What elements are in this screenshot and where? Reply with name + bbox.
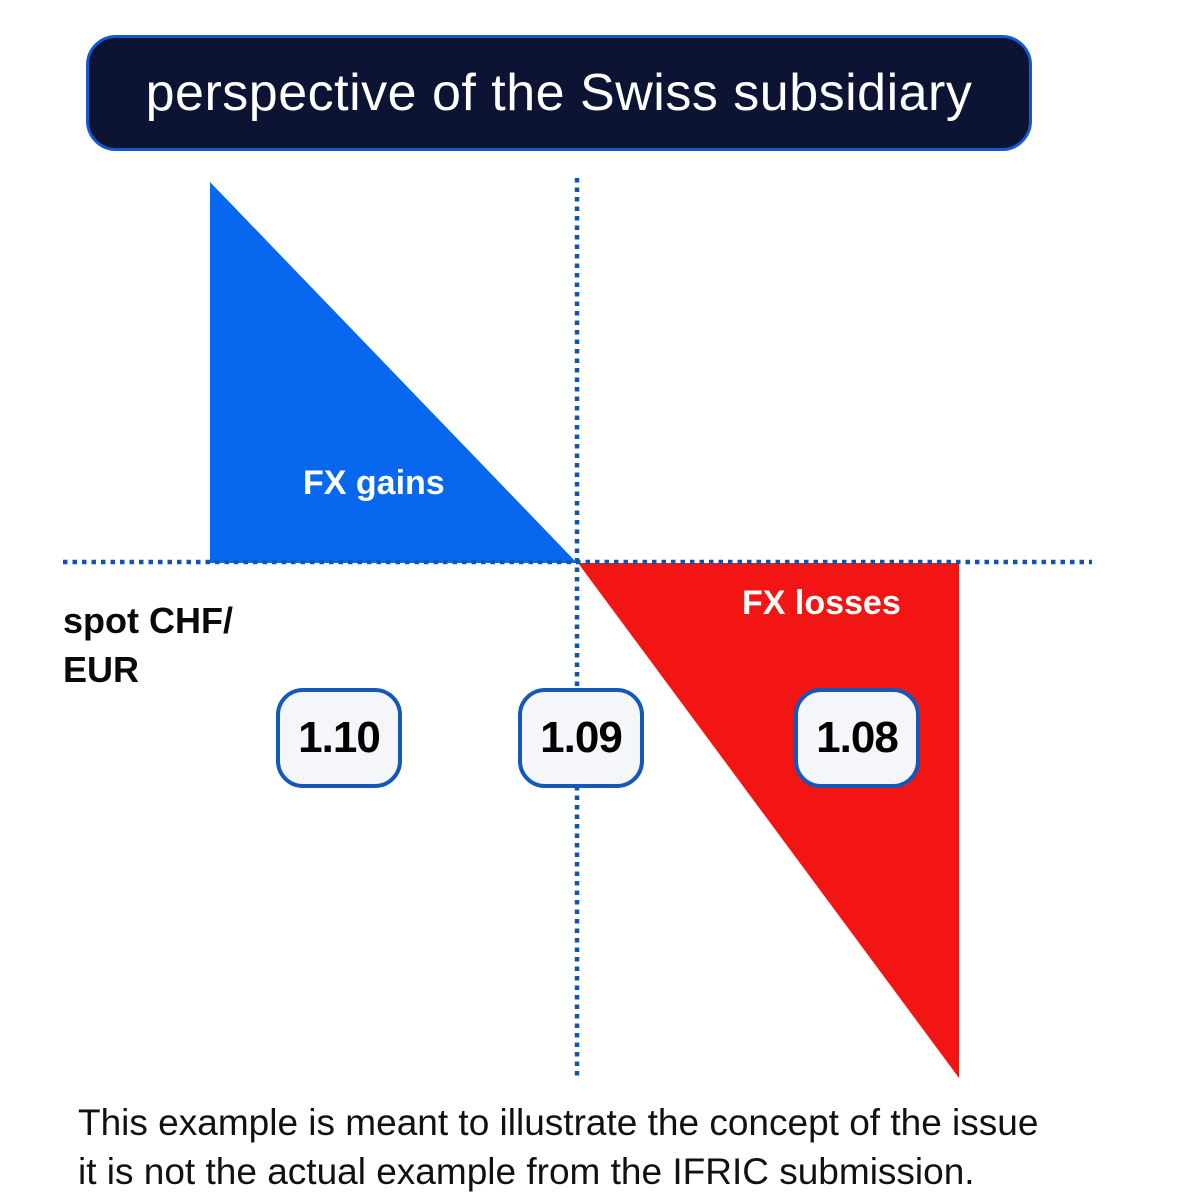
spot-value-box-1-08: 1.08 xyxy=(794,688,920,788)
spot-value-box-1-09: 1.09 xyxy=(518,688,644,788)
fx-gains-label: FX gains xyxy=(303,464,445,502)
disclaimer-caption: This example is meant to illustrate the … xyxy=(78,1098,1038,1196)
fx-losses-region xyxy=(578,563,959,1078)
spot-value-box-1-10: 1.10 xyxy=(276,688,402,788)
spot-value-1-10: 1.10 xyxy=(298,713,381,762)
fx-losses-label: FX losses xyxy=(742,584,901,622)
page-title: perspective of the Swiss subsidiary xyxy=(145,64,973,122)
title-banner: perspective of the Swiss subsidiary xyxy=(86,35,1032,151)
disclaimer-line2: it is not the actual example from the IF… xyxy=(78,1151,975,1192)
fx-gains-region xyxy=(210,182,577,563)
disclaimer-line1: This example is meant to illustrate the … xyxy=(78,1102,1039,1143)
x-axis-label-line1: spot CHF/ xyxy=(63,600,233,641)
x-axis-label-line2: EUR xyxy=(63,649,140,690)
spot-value-1-09: 1.09 xyxy=(540,713,623,762)
spot-value-1-08: 1.08 xyxy=(816,713,899,762)
x-axis-label: spot CHF/ EUR xyxy=(63,596,233,694)
